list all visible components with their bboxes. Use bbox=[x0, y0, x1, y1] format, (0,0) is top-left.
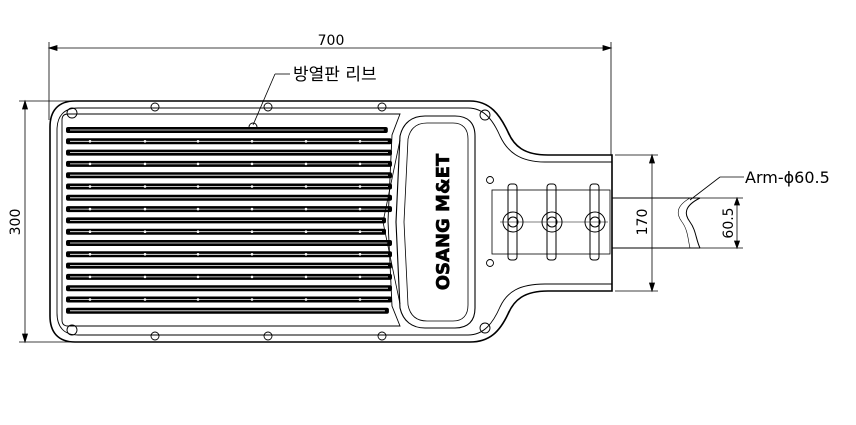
rib-dot bbox=[304, 275, 308, 279]
rib-dot bbox=[250, 253, 254, 256]
rib-dot bbox=[88, 230, 92, 233]
arm-leader bbox=[689, 176, 744, 201]
rib-dot bbox=[358, 162, 362, 166]
rib-dot bbox=[196, 185, 200, 188]
arm-pipe bbox=[611, 197, 701, 249]
rib-dot bbox=[358, 275, 362, 279]
rib-leader bbox=[252, 73, 290, 126]
rib-dot bbox=[196, 162, 200, 166]
height-dimension-label: 300 bbox=[8, 209, 24, 236]
rib-dot bbox=[88, 162, 92, 166]
rib-dot bbox=[304, 298, 308, 301]
neck-height-dimension-label: 170 bbox=[635, 209, 651, 236]
rib-dot bbox=[143, 140, 147, 143]
heatsink-ribs bbox=[66, 127, 392, 314]
logo-badge bbox=[382, 115, 476, 329]
width-dimension-label: 700 bbox=[318, 33, 345, 49]
rib-callout: 방열판 리브 bbox=[293, 65, 377, 85]
rib-dot bbox=[88, 298, 92, 301]
rib-dot bbox=[250, 185, 254, 188]
rib-dot bbox=[250, 275, 254, 279]
rib-dot bbox=[250, 162, 254, 166]
rib-dot bbox=[358, 230, 362, 233]
rib-dot bbox=[304, 230, 308, 233]
rib-dot bbox=[358, 207, 362, 211]
rib-dot bbox=[196, 253, 200, 256]
rib-dot bbox=[250, 230, 254, 233]
rib-dot bbox=[304, 185, 308, 188]
arm-dimension-label: 60.5 bbox=[721, 207, 737, 238]
clamp-bracket bbox=[491, 183, 611, 261]
rib-dot bbox=[250, 298, 254, 301]
rib-dot bbox=[196, 230, 200, 233]
rib-dot bbox=[143, 162, 147, 166]
rib-dot bbox=[88, 185, 92, 188]
rib-dot bbox=[88, 140, 92, 143]
logo-text: OSANG M&ET bbox=[433, 153, 454, 290]
rib-dot bbox=[358, 185, 362, 188]
rib-dot bbox=[196, 275, 200, 279]
neck-height-dimension bbox=[615, 153, 658, 293]
rib-dot bbox=[88, 253, 92, 256]
rib-dot bbox=[304, 140, 308, 143]
rib-dot bbox=[304, 162, 308, 166]
rib-dot bbox=[358, 298, 362, 301]
rib-dot bbox=[88, 275, 92, 279]
rib-dot bbox=[143, 230, 147, 233]
rib-dot bbox=[196, 207, 200, 211]
height-dimension bbox=[19, 99, 75, 344]
rib-dot bbox=[143, 275, 147, 279]
rib-dot bbox=[88, 207, 92, 211]
rib-dot bbox=[196, 140, 200, 143]
rib-dot bbox=[358, 140, 362, 143]
width-dimension bbox=[47, 42, 613, 155]
rib-dot bbox=[304, 253, 308, 256]
rib-dot bbox=[196, 298, 200, 301]
rib-dot bbox=[304, 207, 308, 211]
arm-callout: Arm-ϕ60.5 bbox=[745, 168, 830, 187]
rib-dot bbox=[143, 298, 147, 301]
rib-dot bbox=[143, 207, 147, 211]
rib-dot bbox=[250, 207, 254, 211]
rib-dot bbox=[143, 185, 147, 188]
arm-dimension bbox=[700, 196, 743, 250]
rib-dot bbox=[358, 253, 362, 256]
rib-dot bbox=[250, 140, 254, 143]
rib-dot bbox=[143, 253, 147, 256]
